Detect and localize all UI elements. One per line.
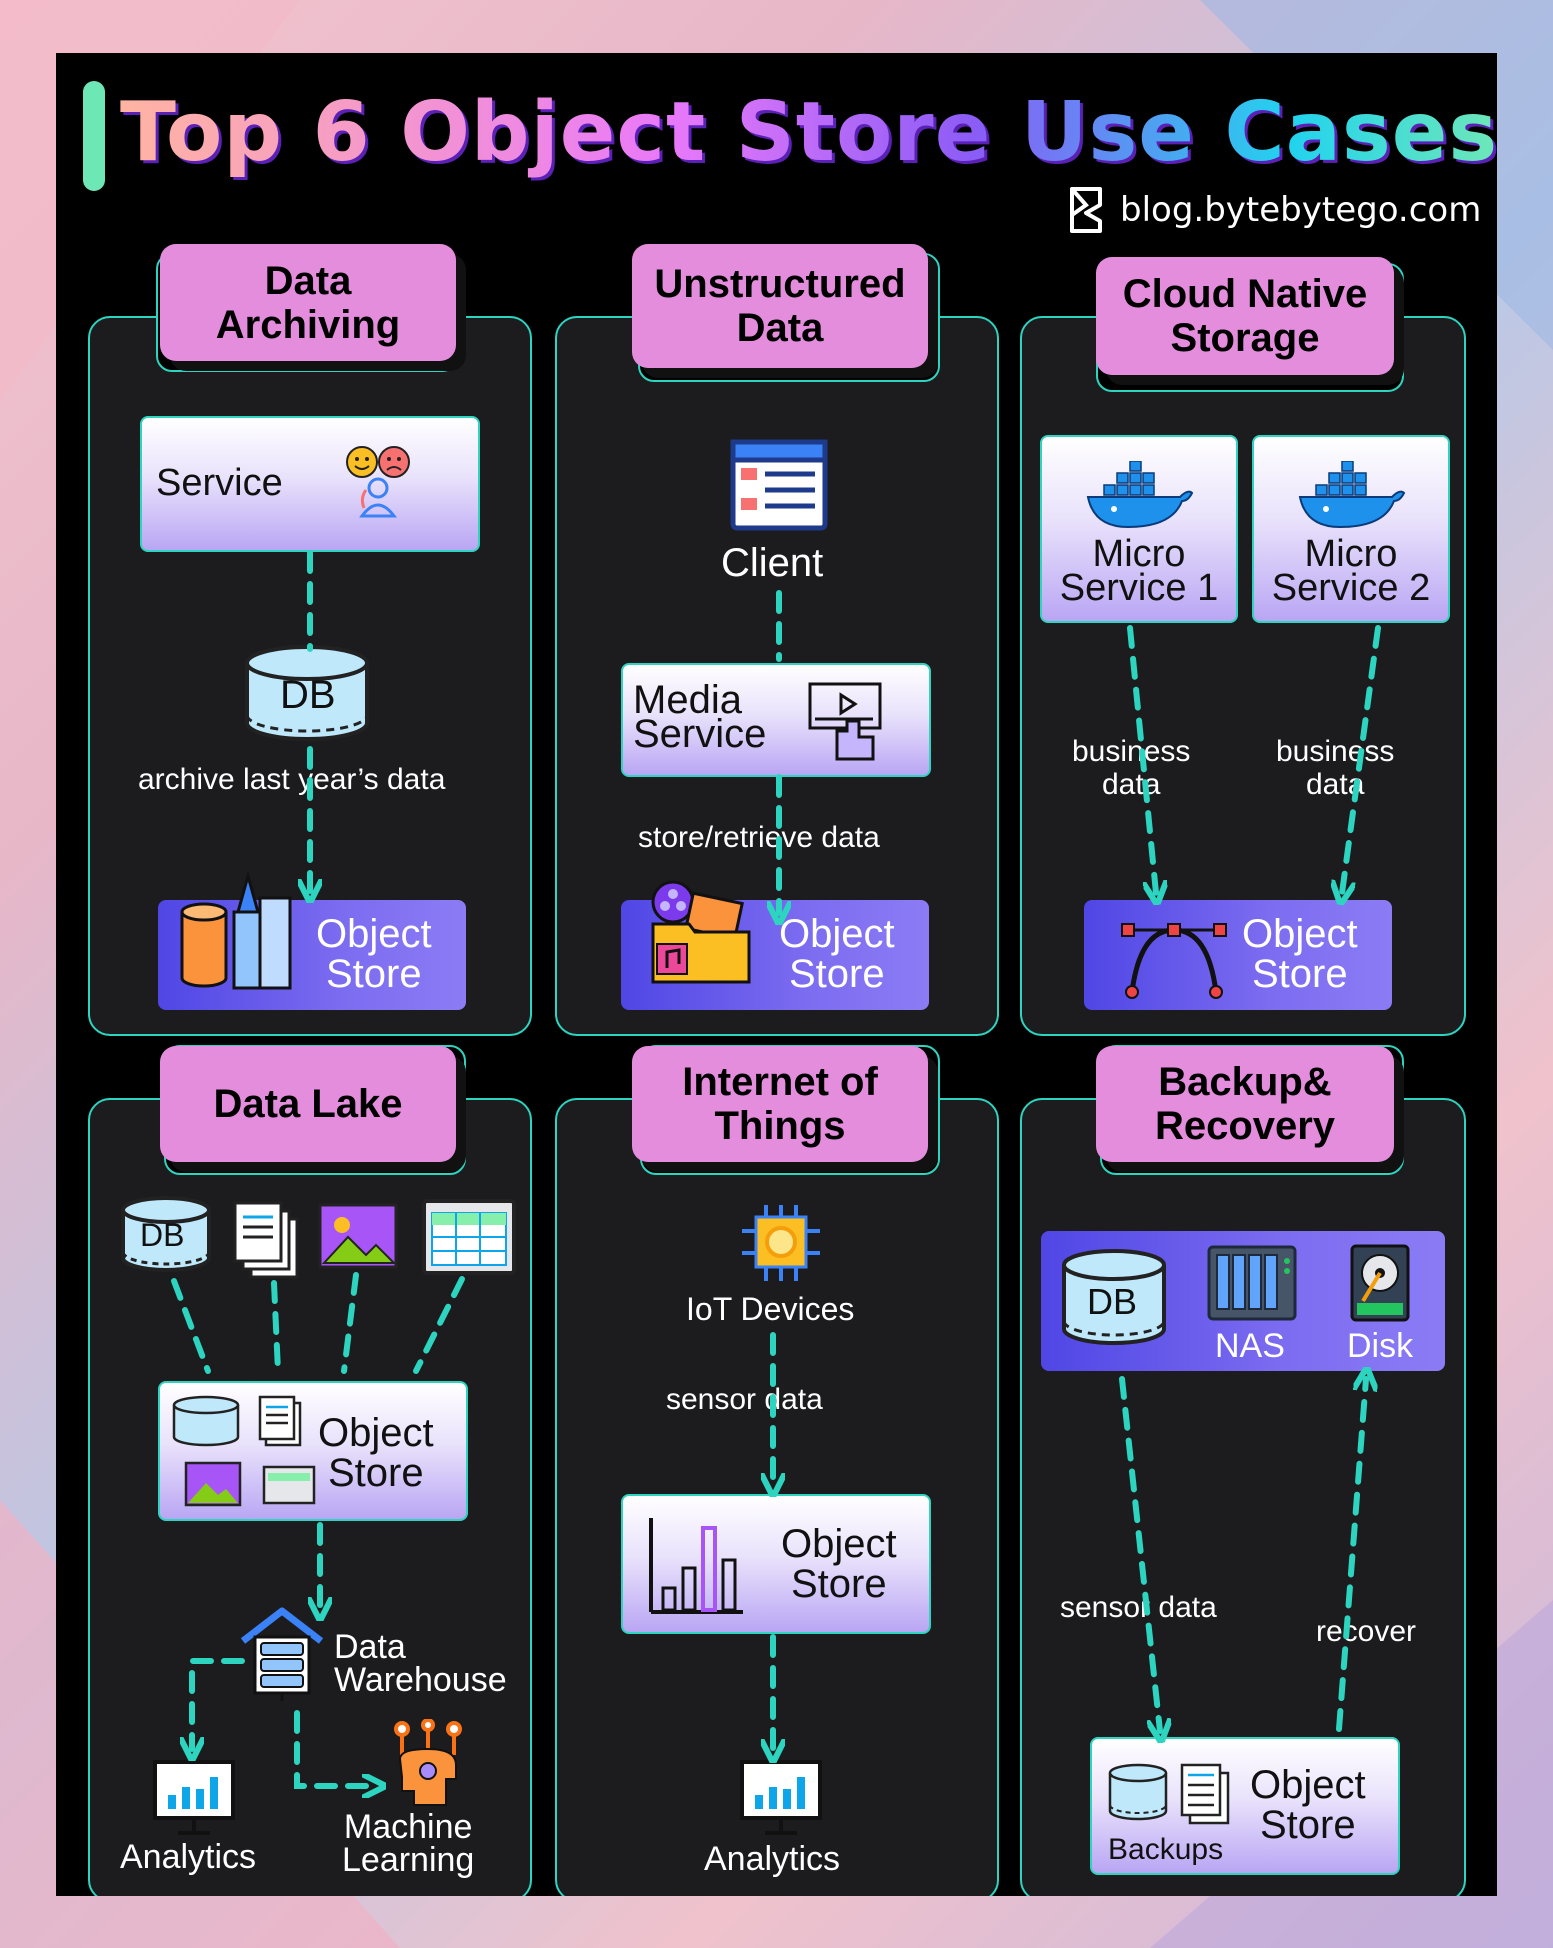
analytics-label: Analytics	[704, 1840, 841, 1878]
nas-server-icon	[1207, 1245, 1297, 1321]
bytebytego-logo-icon	[1070, 187, 1102, 233]
db-icon	[121, 1196, 211, 1272]
storage-sources-box: DB NAS Disk	[1041, 1231, 1445, 1371]
client-label: Client	[721, 541, 824, 585]
users-icon	[346, 446, 410, 518]
arrow-sheet-to-lake	[413, 1276, 465, 1374]
arrow-warehouse-to-ml	[294, 1710, 374, 1786]
data-types-icon	[172, 1395, 316, 1507]
connector-arrows	[171, 550, 1381, 1896]
blog-link[interactable]: blog.bytebytego.com	[1066, 185, 1481, 235]
page-title: Top 6 Object Store Use Cases	[120, 85, 1497, 180]
backups-label: Backups	[1108, 1833, 1224, 1866]
tab-backup-recovery: Backup&Recovery	[1096, 1046, 1394, 1162]
arrow-ms2-to-object-store	[1342, 625, 1381, 893]
edge-label-sensor-data: sensor data	[666, 1383, 823, 1416]
service-box[interactable]: Service	[140, 416, 480, 552]
docker-whale-icon	[1298, 461, 1406, 529]
arrow-ms1-to-object-store	[1127, 625, 1156, 893]
arrow-backup-to-disk	[1336, 1379, 1366, 1732]
media-player-icon	[808, 682, 882, 761]
shapes-icon	[180, 872, 292, 990]
bezier-tool-icon	[1121, 923, 1227, 999]
machine-learning-icon	[394, 1719, 462, 1806]
hard-disk-icon	[1350, 1244, 1410, 1322]
edge-label-sensor-data: sensor data	[1060, 1591, 1217, 1624]
docker-whale-icon	[1086, 461, 1194, 529]
edge-label-archive: archive last year’s data	[138, 763, 446, 796]
db-icon	[1062, 1249, 1166, 1345]
analytics-monitor-icon	[153, 1760, 235, 1835]
arrow-db-to-lake	[171, 1278, 211, 1374]
db-label: DB	[140, 1217, 185, 1253]
media-folder-icon	[651, 880, 751, 984]
arrow-sources-to-backup	[1119, 1376, 1160, 1731]
iot-chip-icon	[742, 1205, 820, 1281]
arrow-warehouse-to-analytics	[192, 1658, 245, 1749]
db-icon	[245, 645, 369, 741]
tab-data-lake: Data Lake	[160, 1046, 456, 1162]
db-label: DB	[1087, 1281, 1138, 1322]
disk-label: Disk	[1347, 1327, 1414, 1365]
documents-icon	[233, 1201, 299, 1279]
analytics-label: Analytics	[120, 1838, 257, 1876]
analytics-monitor-icon	[740, 1760, 822, 1835]
nas-label: NAS	[1215, 1327, 1285, 1365]
client-browser-icon	[730, 439, 828, 531]
blog-url: blog.bytebytego.com	[1120, 190, 1482, 230]
spreadsheet-icon	[422, 1199, 516, 1275]
backups-icon	[1108, 1763, 1230, 1825]
image-icon	[318, 1203, 398, 1269]
title-accent-bar	[83, 81, 105, 191]
edge-label-store-retrieve: store/retrieve data	[638, 821, 880, 854]
db-label: DB	[280, 673, 336, 717]
data-warehouse-icon	[240, 1607, 324, 1701]
bar-chart-icon	[649, 1518, 743, 1614]
infographic-poster: Top 6 Object Store Use Cases blog.byteby…	[56, 53, 1497, 1896]
arrow-docs-to-lake	[271, 1280, 281, 1374]
iot-devices-label: IoT Devices	[686, 1291, 855, 1327]
arrow-image-to-lake	[341, 1272, 359, 1374]
service-label: Service	[156, 462, 283, 504]
edge-label-recover: recover	[1316, 1615, 1417, 1648]
